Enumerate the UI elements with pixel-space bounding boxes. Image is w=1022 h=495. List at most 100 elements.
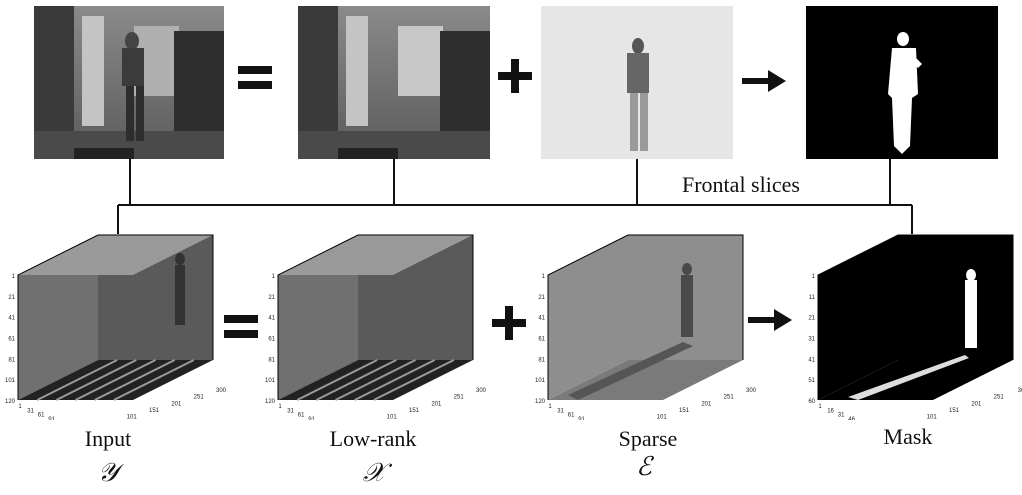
low-rank-floor-stripe [335, 359, 416, 401]
low-rank-row-tick: 81 [268, 357, 275, 363]
mask-outline [817, 234, 1014, 400]
plus-sign-top [498, 59, 532, 93]
sparse-top-face [548, 235, 743, 275]
mask-col-tick: 251 [994, 395, 1005, 401]
input-floor-stripe [55, 359, 137, 401]
mask-row-tick: 11 [809, 295, 816, 301]
input-frame-tick: 1 [18, 404, 22, 410]
mask-person-head [966, 269, 976, 281]
mask-col-tick: 151 [949, 408, 960, 414]
low-rank-label: Low-rank [329, 426, 417, 451]
sparse-col-tick: 101 [657, 415, 668, 420]
input-row-tick: 21 [8, 295, 15, 301]
low-rank-frame-tick: 1 [278, 404, 282, 410]
mask-row-tick: 1 [812, 274, 816, 280]
low-rank-col-tick: 300 [476, 388, 487, 394]
person-head [175, 253, 185, 265]
low-rank-floor-stripe [373, 359, 455, 401]
input-row-tick: 81 [8, 357, 15, 363]
input-floor-stripe [75, 359, 156, 401]
low-rank-row-tick: 21 [268, 295, 275, 301]
low-rank-col-tick: 101 [387, 415, 398, 420]
mask-label: Mask [883, 424, 933, 449]
sparse-frame-tick: 31 [557, 408, 564, 414]
low-rank-frame-tick: 91 [308, 417, 315, 420]
sparse-col-tick: 151 [679, 408, 690, 414]
sparse-row-tick: 1 [542, 274, 546, 280]
low-rank-front-face [278, 235, 358, 400]
input-row-tick: 1 [12, 274, 16, 280]
input-frame-tick: 91 [48, 417, 55, 420]
sparse-row-tick: 21 [538, 295, 545, 301]
input-frame-tick: 61 [38, 413, 45, 419]
sparse-frame-tick: 1 [548, 404, 552, 410]
sparse-symbol: ℰ [636, 452, 652, 482]
input-frame-image [34, 6, 224, 159]
input-floor-stripe [36, 359, 118, 401]
low-rank-col-tick: 151 [409, 408, 420, 414]
input-floor-stripe [113, 359, 195, 401]
low-rank-floor-stripe [296, 359, 378, 401]
mask-frame-tick: 1 [818, 404, 822, 410]
sparse-frame-tick: 61 [568, 413, 575, 419]
mask-row-tick: 60 [808, 399, 815, 405]
mask-frame-tick: 46 [848, 417, 855, 420]
input-front-face [18, 235, 98, 400]
low-rank-row-tick: 101 [265, 378, 276, 384]
input-col-tick: 300 [216, 388, 227, 394]
mask-col-tick: 101 [927, 415, 938, 420]
input-floor-stripe [94, 359, 176, 401]
mask-col-tick: 201 [971, 401, 982, 407]
sparse-frame-tick: 91 [578, 417, 585, 420]
low-rank-floor-stripe [354, 359, 436, 401]
equals-sign-bottom [224, 315, 258, 338]
mask-shadow [848, 355, 969, 400]
sparse-row-tick: 41 [538, 316, 545, 322]
frontal-slices-label: Frontal slices [682, 172, 800, 197]
sparse-row-tick: 81 [538, 357, 545, 363]
low-rank-row-tick: 1 [272, 274, 276, 280]
mask-col-tick: 30 [1018, 388, 1022, 394]
low-rank-cube: 1214161811011201316191121151180151101151… [265, 234, 487, 420]
input-row-tick: 61 [8, 337, 15, 343]
mask-front-face [818, 235, 898, 400]
sparse-person [681, 275, 693, 337]
input-frame-tick: 31 [27, 408, 34, 414]
plus-sign-bottom [492, 306, 526, 340]
sparse-frame-image [541, 6, 733, 159]
low-rank-symbol: 𝒳 [362, 458, 386, 488]
mask-row-tick: 21 [808, 316, 815, 322]
mask-person [965, 280, 977, 348]
mask-row-tick: 31 [808, 337, 815, 343]
input-cube: 1214161811011201316191121151180151101151… [5, 234, 227, 420]
low-rank-row-tick: 120 [265, 399, 276, 405]
low-rank-frame-tick: 31 [287, 408, 294, 414]
input-col-tick: 151 [149, 408, 160, 414]
low-rank-outline [277, 234, 474, 400]
sparse-row-tick: 120 [535, 399, 546, 405]
input-row-tick: 101 [5, 378, 16, 384]
mask-top-face [818, 235, 1013, 275]
low-rank-row-tick: 61 [268, 337, 275, 343]
mask-frame-tick: 16 [827, 408, 834, 414]
mask-cube: 1112131415160116314661769015110115120125… [808, 234, 1022, 420]
low-rank-frame-image [298, 6, 490, 159]
sparse-outline [547, 234, 744, 400]
input-label: Input [84, 426, 132, 451]
mask-floor-face [818, 360, 1013, 400]
equals-sign-top [238, 66, 272, 89]
input-symbol: 𝒴 [97, 458, 119, 488]
arrow-icon-top [742, 70, 786, 92]
sparse-front-face [548, 235, 628, 400]
sparse-label: Sparse [618, 426, 678, 451]
low-rank-col-tick: 201 [431, 401, 442, 407]
sparse-col-tick: 300 [746, 388, 757, 394]
low-rank-floor-stripe [315, 359, 397, 401]
low-rank-frame-tick: 61 [298, 413, 305, 419]
mask-frame-image [806, 6, 998, 159]
input-outline [17, 234, 214, 400]
low-rank-top-face [278, 235, 473, 275]
sparse-col-tick: 251 [724, 395, 735, 401]
